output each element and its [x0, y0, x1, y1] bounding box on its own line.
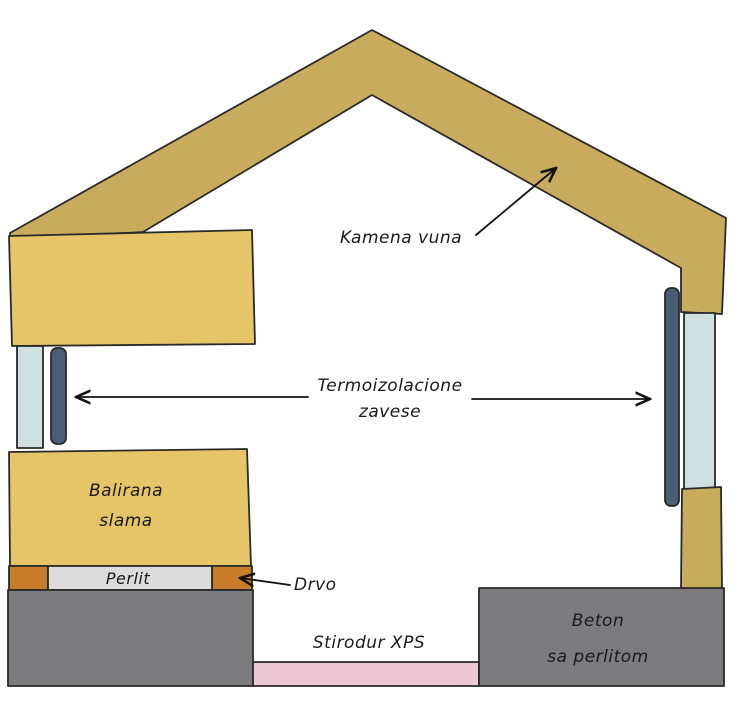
- curtains-label-line2: zavese: [358, 402, 421, 422]
- left-window-glass: [16, 345, 44, 449]
- xps-floor-insulation: [252, 661, 480, 687]
- right-insulating-curtain: [664, 287, 680, 507]
- roof-insulation-label: Kamena vuna: [340, 228, 462, 248]
- perlite-layer: [47, 565, 213, 591]
- left-upper-straw-bale: [8, 229, 256, 347]
- right-window-glass: [683, 312, 716, 490]
- left-concrete-foundation: [7, 589, 254, 687]
- wood-label: Drvo: [294, 575, 337, 595]
- xps-label: Stirodur XPS: [313, 633, 425, 653]
- straw-label-line2: slama: [99, 511, 152, 531]
- left-insulating-curtain: [50, 347, 67, 445]
- curtains-label-line1: Termoizolacione: [317, 376, 462, 396]
- perlite-label: Perlit: [106, 569, 150, 588]
- right-lower-straw-wall: [680, 486, 723, 589]
- concrete-label-line1: Beton: [572, 611, 624, 631]
- wood-label-arrow: [240, 578, 291, 585]
- straw-label-line1: Balirana: [89, 481, 163, 501]
- right-concrete-foundation: [478, 587, 725, 687]
- concrete-label-line2: sa perlitom: [547, 647, 649, 667]
- left-wood-block: [8, 565, 49, 591]
- roof-label-arrow: [475, 168, 556, 236]
- left-lower-straw-bale: [8, 448, 252, 567]
